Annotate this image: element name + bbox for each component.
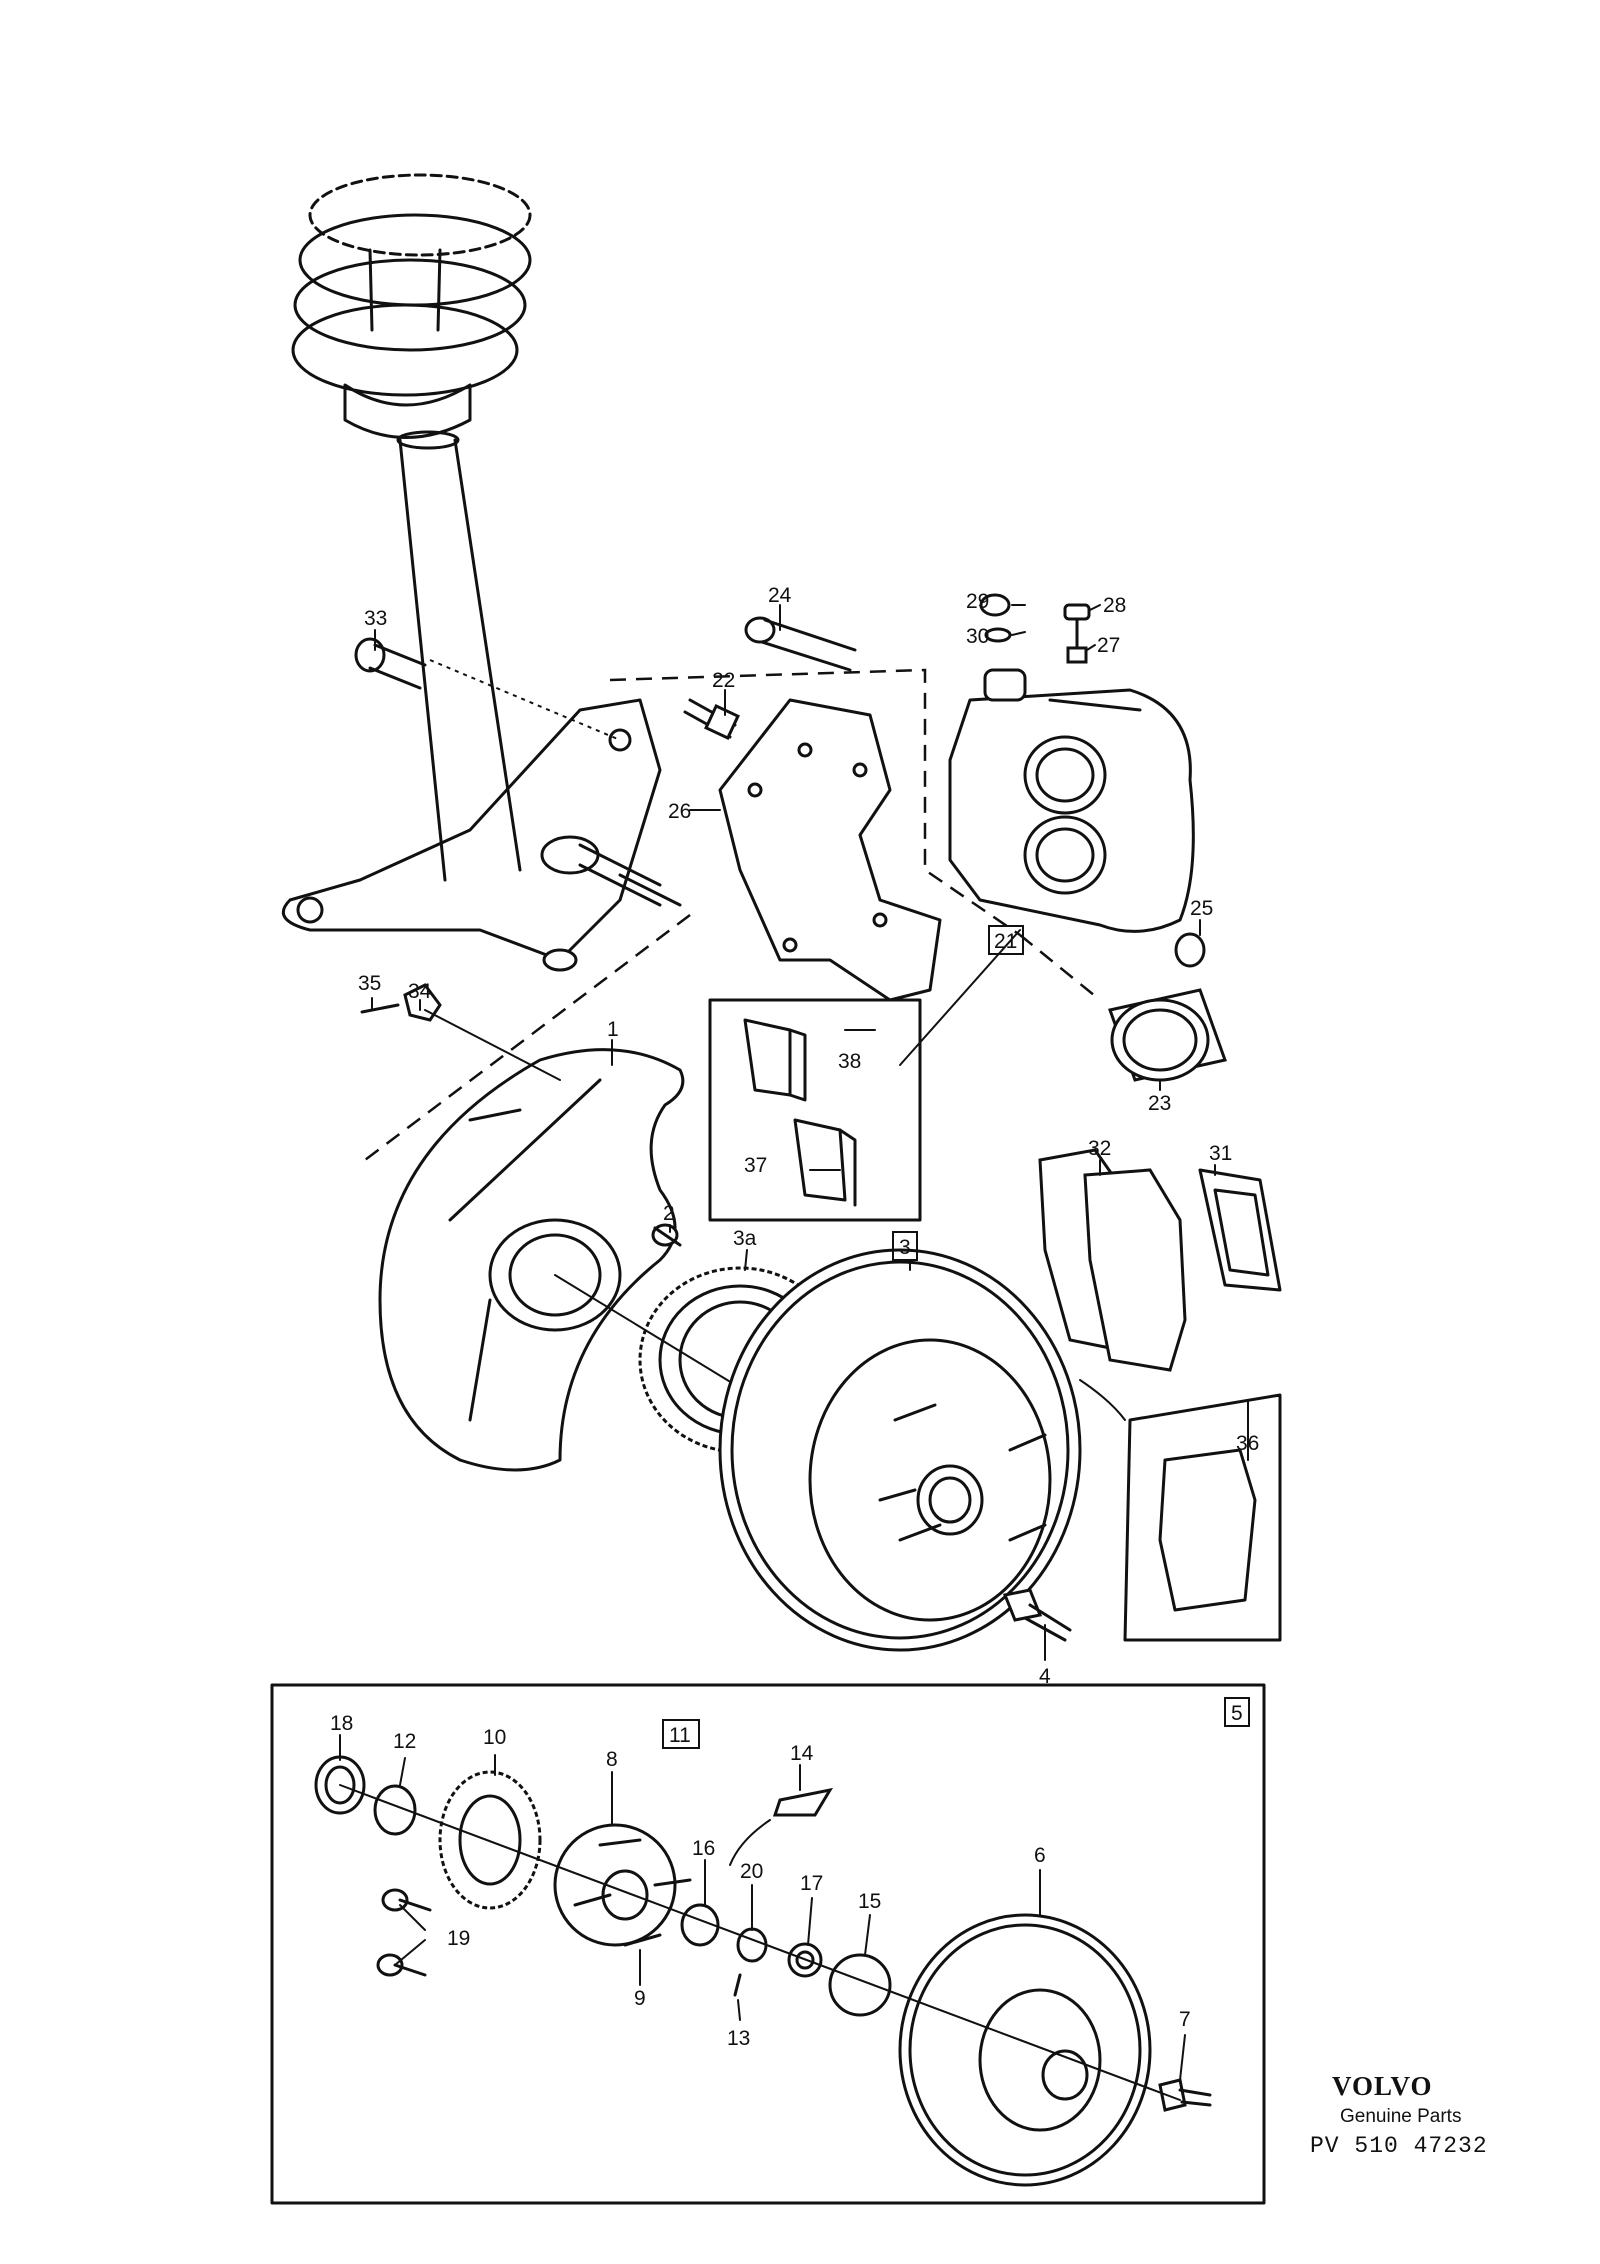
anti-squeal-shim-31 [1198,1168,1282,1292]
callout-2: 2 [663,1202,675,1225]
callout-11: 11 [662,1719,700,1749]
backing-plate [378,1048,685,1472]
cap-29-30 [979,593,1012,643]
callout-36: 36 [1236,1432,1259,1455]
callout-20: 20 [740,1860,763,1883]
callout-38: 38 [838,1050,861,1073]
wheel-stud-4 [1002,1588,1072,1642]
bearing-12 [373,1784,417,1836]
callout-17: 17 [800,1872,823,1895]
nut-20 [736,1927,768,1963]
caliper-bracket [718,698,942,1002]
callout-32: 32 [1088,1137,1111,1160]
stud-7 [1158,2078,1212,2112]
callout-37: 37 [744,1154,767,1177]
callout-35: 35 [358,972,381,995]
callout-10: 10 [483,1726,506,1749]
callout-19: 19 [447,1927,470,1950]
callout-4: 4 [1039,1665,1051,1688]
branding-block: VOLVO Genuine Parts PV 510 47232 [1310,2071,1488,2159]
svg-text:21: 21 [994,930,1017,953]
guide-pin-22 [683,698,740,740]
pad-kit-box-36 [1123,1393,1282,1642]
callout-28: 28 [1103,594,1126,617]
svg-text:5: 5 [1231,1702,1243,1725]
pad-spring-box [708,998,922,1222]
leader-lines [339,604,1249,2081]
caliper-housing [948,668,1195,933]
callout-7: 7 [1179,2008,1191,2031]
callout-13: 13 [727,2027,750,2050]
callout-3: 3 [892,1231,918,1261]
callout-9: 9 [634,1987,646,2010]
wheel-studs [878,1403,1047,1542]
callout-25: 25 [1190,897,1213,920]
hub-8 [553,1823,692,1947]
callout-3a: 3a [733,1227,757,1250]
detail-box-5 [270,1683,1266,2205]
genuine-parts-label: Genuine Parts [1340,2106,1461,2127]
callout-18: 18 [330,1712,353,1735]
callout-12: 12 [393,1730,416,1753]
callout-26: 26 [668,800,691,823]
cotter-pin-13 [733,1973,742,1997]
callout-15: 15 [858,1890,881,1913]
callout-27: 27 [1097,634,1120,657]
bolt-19 [376,1888,432,1977]
cap-15 [828,1953,892,2017]
bleeder-screw-27-28 [1063,603,1091,664]
callout-5: 5 [1224,1697,1250,1727]
bolt-33 [354,637,427,690]
bearing-16 [680,1903,720,1947]
callout-31: 31 [1209,1142,1232,1165]
brake-disc-3 [718,1248,1082,1652]
callout-8: 8 [606,1748,618,1771]
callout-24: 24 [768,584,792,607]
callout-30: 30 [966,625,989,648]
abs-ring-10 [438,1770,542,1910]
callout-21: 21 [988,925,1024,955]
brake-disc-6 [898,1913,1152,2187]
callout-33: 33 [364,607,387,630]
piston-23 [1108,988,1227,1082]
bolt-24 [744,616,857,672]
svg-text:11: 11 [669,1724,691,1747]
grease-14 [729,1787,834,1866]
brake-pads-32 [1038,1148,1187,1372]
volvo-logo: VOLVO [1332,2071,1432,2101]
callout-1: 1 [607,1018,619,1041]
bolt-25 [1174,932,1206,968]
callout-34: 34 [408,980,432,1003]
svg-text:3: 3 [899,1236,911,1259]
callout-16: 16 [692,1837,715,1860]
callout-22: 22 [712,669,735,692]
callout-23: 23 [1148,1092,1171,1115]
part-code: PV 510 47232 [1310,2133,1488,2159]
callout-29: 29 [966,590,989,613]
callout-6: 6 [1034,1844,1046,1867]
steering-knuckle [281,698,682,972]
strut-assembly [291,173,532,882]
clip-34-35 [360,983,442,1022]
callout-labels: 1 2 3 3a 4 5 6 7 8 9 10 11 12 13 14 15 1… [330,584,1259,2050]
callout-14: 14 [790,1742,814,1765]
